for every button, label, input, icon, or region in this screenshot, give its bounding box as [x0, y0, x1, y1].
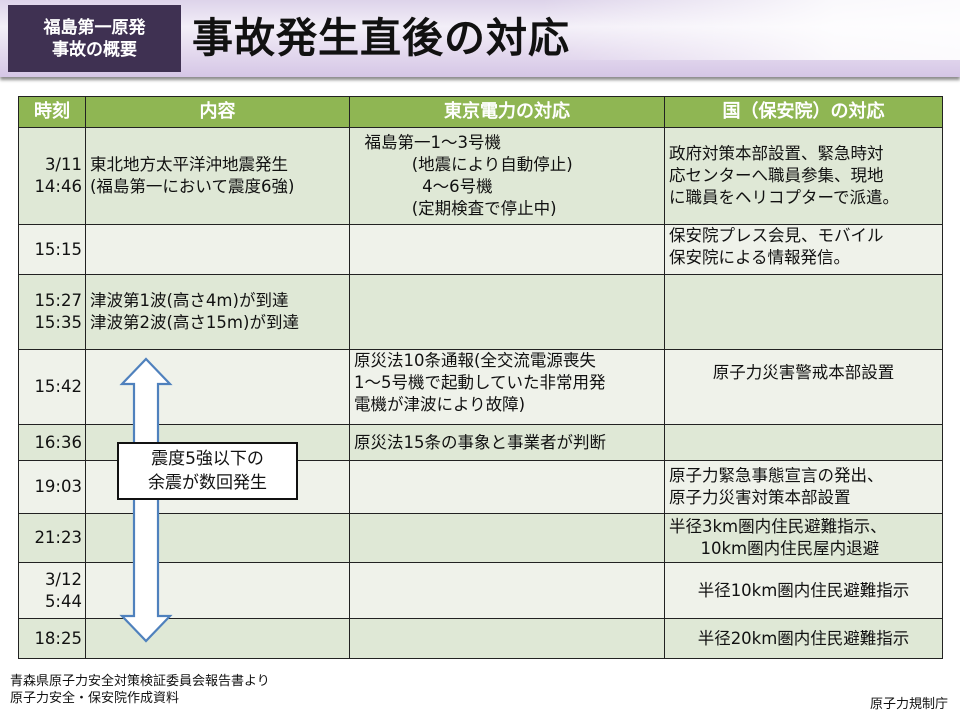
government-cell: 政府対策本部設置、緊急時対 応センターへ職員参集、現地 に職員をヘリコプターで派… [664, 127, 943, 225]
content-cell [85, 562, 350, 619]
content-cell: 東北地方太平洋沖地震発生 (福島第一において震度6強) [85, 127, 350, 225]
table-row: 16:36 原災法15条の事象と事業者が判断 [18, 424, 943, 461]
double-headed-arrow-icon [119, 357, 173, 643]
source-line1: 青森県原子力安全対策検証委員会報告書より [10, 674, 270, 689]
tepco-cell [349, 460, 665, 514]
table-row: 15:15 保安院プレス会見、モバイル 保安院による情報発信。 [18, 224, 943, 275]
table-row: 3/11 14:46 東北地方太平洋沖地震発生 (福島第一において震度6強) 福… [18, 127, 943, 225]
government-cell [664, 424, 943, 461]
table-header-row: 時刻 内容 東京電力の対応 国（保安院）の対応 [18, 96, 943, 128]
section-tag-line2: 事故の概要 [52, 39, 137, 60]
time-cell: 3/12 5:44 [18, 562, 86, 619]
time-cell: 15:15 [18, 224, 86, 275]
column-header-time: 時刻 [18, 96, 86, 128]
time-cell: 3/11 14:46 [18, 127, 86, 225]
table-row: 3/12 5:44 半径10km圏内住民避難指示 [18, 562, 943, 619]
time-cell: 15:42 [18, 349, 86, 425]
table-row: 19:03 原子力緊急事態宣言の発出、 原子力災害対策本部設置 [18, 460, 943, 514]
time-cell: 21:23 [18, 513, 86, 563]
organization-name: 原子力規制庁 [869, 697, 948, 712]
government-cell: 原子力災害警戒本部設置 [664, 349, 943, 425]
table-row: 18:25 半径20km圏内住民避難指示 [18, 618, 943, 659]
tepco-cell [349, 224, 665, 275]
time-cell: 18:25 [18, 618, 86, 659]
source-note: 青森県原子力安全対策検証委員会報告書より 原子力安全・保安院作成資料 [10, 673, 270, 707]
table-row: 21:23 半径3km圏内住民避難指示、 10km圏内住民屋内退避 [18, 513, 943, 563]
tepco-cell [349, 274, 665, 350]
source-line2: 原子力安全・保安院作成資料 [10, 691, 180, 706]
page-title: 事故発生直後の対応 [192, 14, 570, 62]
aftershock-line1: 震度5強以下の [151, 449, 264, 469]
tepco-cell [349, 513, 665, 563]
column-header-government: 国（保安院）の対応 [664, 96, 943, 128]
column-header-content: 内容 [85, 96, 350, 128]
government-cell: 半径3km圏内住民避難指示、 10km圏内住民屋内退避 [664, 513, 943, 563]
tepco-cell: 福島第一1～3号機 (地震により自動停止) 4～6号機 (定期検査で停止中) [349, 127, 665, 225]
government-cell: 半径20km圏内住民避難指示 [664, 618, 943, 659]
government-cell: 保安院プレス会見、モバイル 保安院による情報発信。 [664, 224, 943, 275]
tepco-cell: 原災法10条通報(全交流電源喪失 1～5号機で起動していた非常用発 電機が津波に… [349, 349, 665, 425]
government-cell: 原子力緊急事態宣言の発出、 原子力災害対策本部設置 [664, 460, 943, 514]
content-cell: 津波第1波(高さ4m)が到達 津波第2波(高さ15m)が到達 [85, 274, 350, 350]
aftershock-line2: 余震が数回発生 [148, 473, 267, 493]
government-cell [664, 274, 943, 350]
content-cell [85, 224, 350, 275]
tepco-cell: 原災法15条の事象と事業者が判断 [349, 424, 665, 461]
timeline-table: 時刻 内容 東京電力の対応 国（保安院）の対応 3/11 14:46 東北地方太… [18, 96, 943, 659]
time-cell: 19:03 [18, 460, 86, 514]
tepco-cell [349, 562, 665, 619]
section-tag: 福島第一原発 事故の概要 [8, 5, 181, 72]
content-cell [85, 349, 350, 425]
time-cell: 16:36 [18, 424, 86, 461]
time-cell: 15:27 15:35 [18, 274, 86, 350]
table-row: 15:27 15:35 津波第1波(高さ4m)が到達 津波第2波(高さ15m)が… [18, 274, 943, 350]
aftershock-callout: 震度5強以下の 余震が数回発生 [117, 442, 298, 500]
government-cell: 半径10km圏内住民避難指示 [664, 562, 943, 619]
section-tag-line1: 福島第一原発 [43, 17, 146, 38]
table-row: 15:42 原災法10条通報(全交流電源喪失 1～5号機で起動していた非常用発 … [18, 349, 943, 425]
column-header-tepco: 東京電力の対応 [349, 96, 665, 128]
tepco-cell [349, 618, 665, 659]
